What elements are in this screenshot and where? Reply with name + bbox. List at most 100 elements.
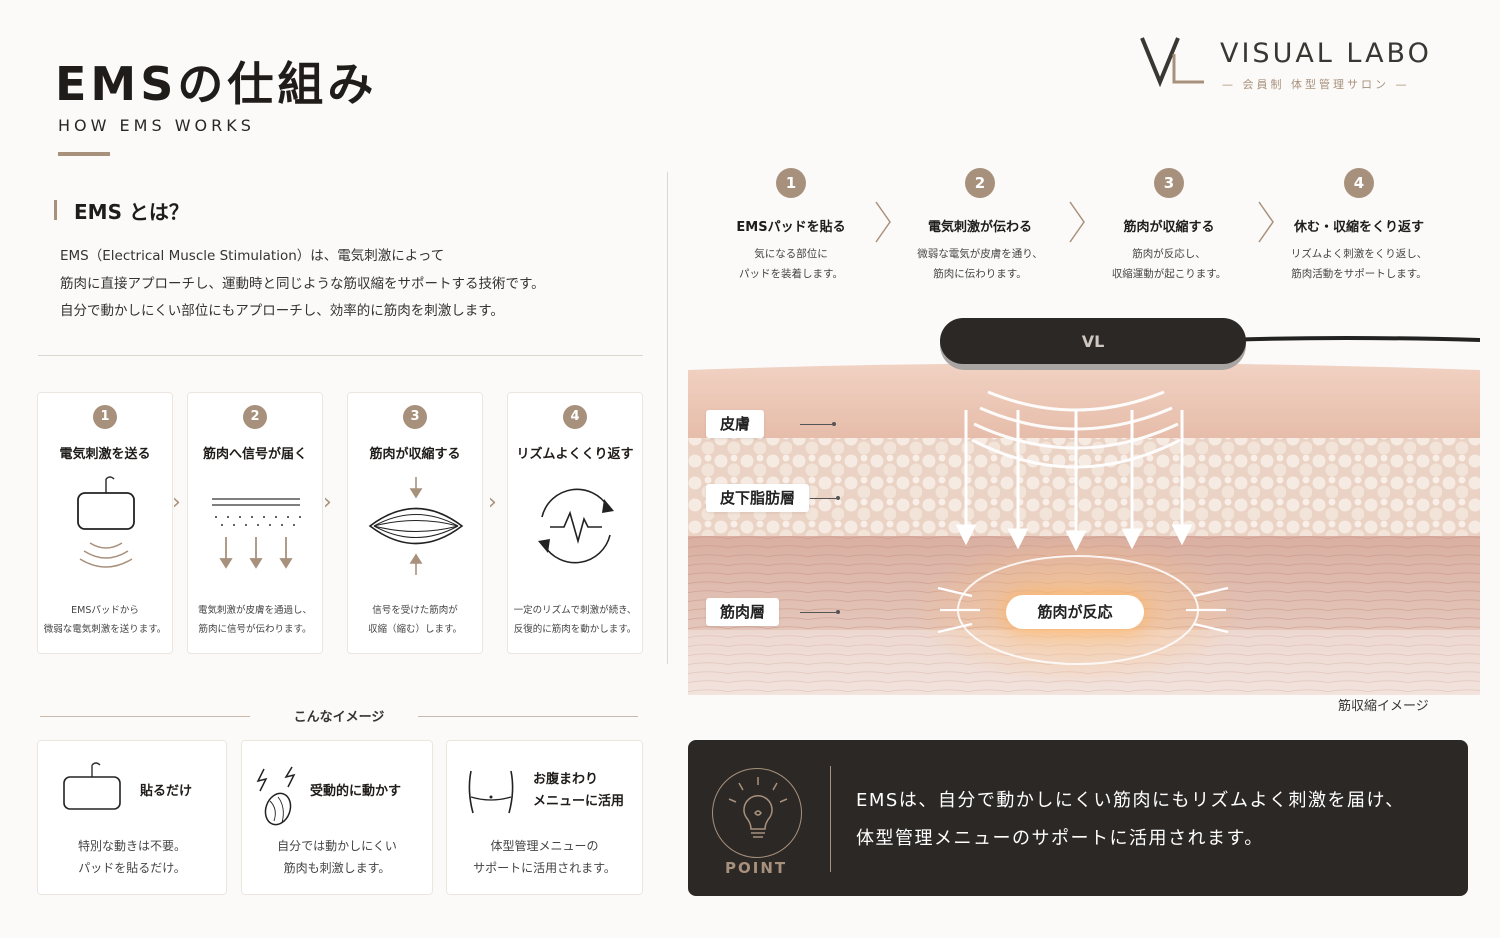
- card-number: 3: [403, 405, 427, 429]
- step-desc: リズムよく刺激をくり返し、 筋肉活動をサポートします。: [1274, 244, 1444, 284]
- point-text-line-2: 体型管理メニューのサポートに活用されます。: [856, 828, 1264, 849]
- ems-pad-icon: [63, 762, 121, 810]
- image-card-desc-line: パッドを貼るだけ。: [78, 861, 186, 875]
- card-desc-line: 一定のリズムで刺激が続き、: [513, 605, 637, 616]
- point-divider: [830, 766, 831, 872]
- card-desc: 電気刺激が皮膚を通過し、 筋肉に信号が伝わります。: [188, 601, 322, 639]
- card-title: 筋肉が収縮する: [369, 447, 461, 462]
- title-underline: [58, 152, 110, 156]
- process-card-4: 4 リズムよくくり返す 一定のリズムで刺激が続き、 反復的に筋肉を動かします。: [507, 392, 643, 654]
- card-desc-line: EMSパッドから: [71, 605, 139, 616]
- chevron-right-icon: [875, 201, 891, 243]
- section-marker: [54, 200, 57, 220]
- image-card-desc-line: サポートに活用されます。: [473, 861, 616, 875]
- card-desc: 一定のリズムで刺激が続き、 反復的に筋肉を動かします。: [508, 601, 642, 639]
- step-number: 2: [965, 168, 995, 198]
- image-card-desc: 体型管理メニューの サポートに活用されます。: [447, 835, 642, 879]
- point-circle: [712, 768, 802, 858]
- card-desc-line: 反復的に筋肉を動かします。: [513, 624, 637, 635]
- image-card-desc-line: 自分では動かしにくい: [277, 839, 397, 853]
- image-card-title: お腹まわり メニューに活用: [533, 769, 624, 813]
- leader-line: [800, 424, 832, 425]
- image-card-desc: 特別な動きは不要。 パッドを貼るだけ。: [38, 835, 226, 879]
- step-desc-line: 筋肉が反応し、: [1132, 248, 1206, 260]
- chevron-right-icon: ›: [323, 490, 332, 515]
- process-card-2: 2 筋肉へ信号が届く 電気刺激が皮膚を通過し、 筋肉に信号が伝わります。: [187, 392, 323, 654]
- image-section-title: こんなイメージ: [293, 710, 385, 725]
- step-title: EMSパッドを貼る: [736, 220, 846, 235]
- step-desc-line: リズムよく刺激をくり返し、: [1290, 248, 1428, 260]
- image-card-title-line: お腹まわり: [533, 772, 599, 787]
- step-desc-line: 筋肉活動をサポートします。: [1291, 268, 1427, 280]
- image-card-passive: 受動的に動かす 自分では動かしにくい 筋肉も刺激します。: [241, 740, 433, 895]
- step-title: 筋肉が収縮する: [1123, 220, 1215, 235]
- image-card-desc-line: 特別な動きは不要。: [77, 839, 186, 853]
- step-desc-line: 気になる部位に: [754, 248, 828, 260]
- image-card-desc-line: 体型管理メニューの: [490, 839, 599, 853]
- card-desc: 信号を受けた筋肉が 収縮（縮む）します。: [348, 601, 482, 639]
- step-desc-line: 筋肉に伝わります。: [933, 268, 1027, 280]
- image-card-abdomen: お腹まわり メニューに活用 体型管理メニューの サポートに活用されます。: [446, 740, 643, 895]
- card-title: リズムよくくり返す: [516, 447, 634, 462]
- leader-line: [810, 498, 836, 499]
- card-number: 1: [93, 405, 117, 429]
- muscle-reaction-badge: 筋肉が反応: [1006, 595, 1144, 629]
- leader-line: [800, 612, 836, 613]
- step-title: 電気刺激が伝わる: [927, 220, 1032, 235]
- logo-tagline: — 会員制 体型管理サロン —: [1222, 78, 1410, 91]
- step-number: 3: [1154, 168, 1184, 198]
- step-number: 1: [776, 168, 806, 198]
- image-card-desc: 自分では動かしにくい 筋肉も刺激します。: [242, 835, 432, 879]
- card-desc-line: 収縮（縮む）します。: [367, 624, 463, 635]
- intro-line-3: 自分で動かしにくい部位にもアプローチし、効率的に筋肉を刺激します。: [60, 303, 504, 319]
- vertical-divider: [667, 172, 668, 664]
- step-desc-line: 収縮運動が起こります。: [1111, 268, 1227, 280]
- card-desc: EMSパッドから 微弱な電気刺激を送ります。: [38, 601, 172, 639]
- card-desc-line: 信号を受けた筋肉が: [372, 605, 458, 616]
- svg-text:VL: VL: [1082, 332, 1105, 351]
- intro-line-2: 筋肉に直接アプローチし、運動時と同じような筋収縮をサポートする技術です。: [60, 276, 545, 292]
- chevron-right-icon: [1258, 201, 1274, 243]
- process-card-1: 1 電気刺激を送る EMSパッドから 微弱な電気刺激を送ります。: [37, 392, 173, 654]
- intro-heading: EMS とは？: [74, 200, 189, 224]
- image-card-title-line: メニューに活用: [533, 794, 625, 809]
- image-card-desc-line: 筋肉も刺激します。: [283, 861, 391, 875]
- label-skin: 皮膚: [706, 410, 765, 438]
- rhythm-cycle-icon: [538, 488, 614, 564]
- image-card-title: 貼るだけ: [140, 784, 193, 799]
- step-desc: 気になる部位に パッドを装着します。: [706, 244, 876, 284]
- leader-dot: [836, 610, 840, 614]
- section-divider: [38, 355, 643, 356]
- chevron-right-icon: ›: [488, 490, 497, 515]
- card-desc-line: 筋肉に信号が伝わります。: [198, 624, 312, 635]
- point-box: POINT EMSは、自分で動かしにくい筋肉にもリズムよく刺激を届け、 体型管理…: [688, 740, 1468, 896]
- card-desc-line: 電気刺激が皮膚を通過し、: [197, 605, 312, 616]
- divider-line: [40, 716, 250, 717]
- leader-dot: [836, 496, 840, 500]
- logo-name: VISUAL LABO: [1220, 38, 1432, 69]
- page-subtitle: HOW EMS WORKS: [58, 116, 255, 135]
- image-section-header: こんなイメージ: [40, 706, 638, 726]
- ems-pad-icon: [77, 476, 135, 568]
- intro-line-1: EMS（Electrical Muscle Stimulation）は、電気刺激…: [60, 248, 445, 264]
- signal-waves-icon: [212, 498, 301, 569]
- visual-labo-logo-icon: [1140, 37, 1204, 88]
- image-card-title: 受動的に動かす: [310, 784, 402, 799]
- card-desc-line: 微弱な電気刺激を送ります。: [43, 624, 167, 635]
- divider-line: [418, 716, 638, 717]
- chevron-right-icon: ›: [172, 490, 181, 515]
- muscle-contract-icon: [368, 477, 464, 575]
- step-desc: 微弱な電気が皮膚を通り、 筋肉に伝わります。: [895, 244, 1065, 284]
- image-card-paste: 貼るだけ 特別な動きは不要。 パッドを貼るだけ。: [37, 740, 227, 895]
- step-desc: 筋肉が反応し、 収縮運動が起こります。: [1084, 244, 1254, 284]
- step-desc-line: 微弱な電気が皮膚を通り、: [917, 248, 1043, 260]
- card-number: 4: [563, 405, 587, 429]
- chevron-right-icon: [1069, 201, 1085, 243]
- label-muscle: 筋肉層: [706, 598, 780, 626]
- illustration-caption: 筋収縮イメージ: [1338, 699, 1429, 714]
- point-text-line-1: EMSは、自分で動かしにくい筋肉にもリズムよく刺激を届け、: [856, 790, 1405, 811]
- process-card-3: 3 筋肉が収縮する 信号を受けた筋肉が 収縮（縮む）します。: [347, 392, 483, 654]
- card-number: 2: [243, 405, 267, 429]
- lightning-icon: [256, 766, 296, 826]
- step-desc-line: パッドを装着します。: [739, 268, 843, 280]
